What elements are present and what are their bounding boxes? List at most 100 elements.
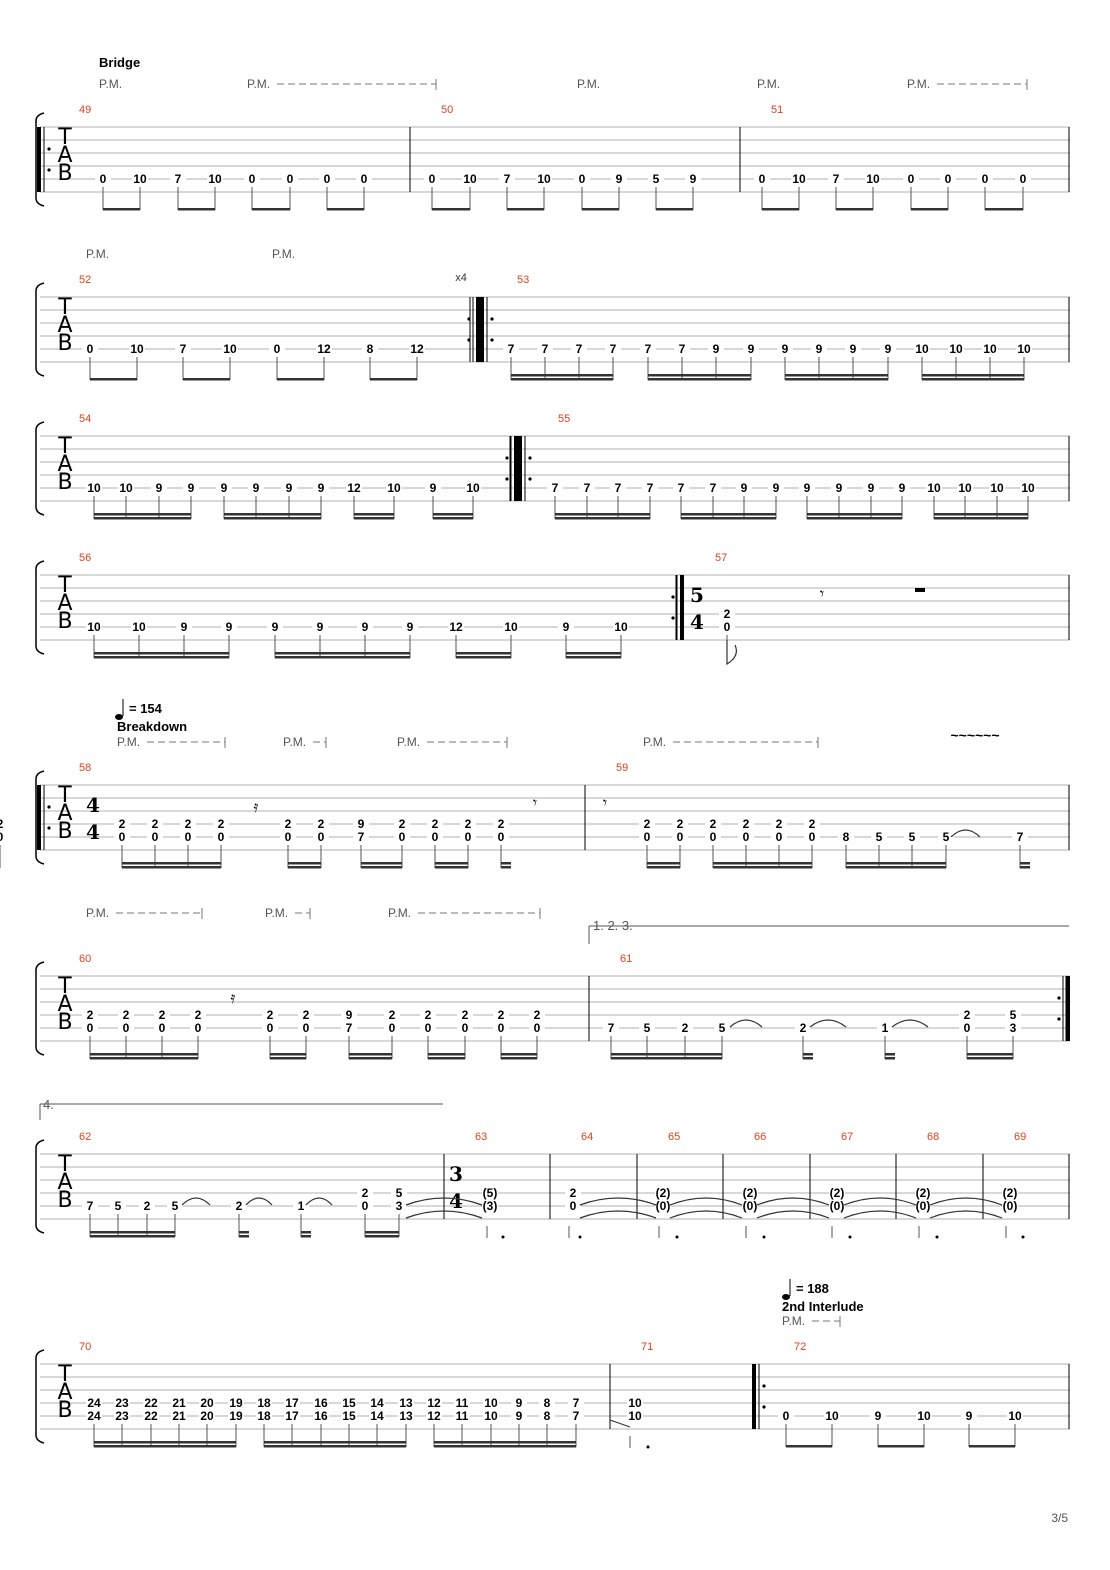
fret-number: 2 xyxy=(682,1021,689,1035)
beam xyxy=(122,862,221,865)
fret-bg xyxy=(281,482,297,494)
beam xyxy=(434,1445,576,1448)
tie-arc xyxy=(929,1210,1003,1219)
fret-bg xyxy=(256,1410,272,1422)
fret-bg xyxy=(384,1022,400,1034)
fret-bg xyxy=(743,343,759,355)
fret-number: 0 xyxy=(677,830,684,844)
fret-number: 16 xyxy=(314,1409,328,1423)
measure-number: 65 xyxy=(668,1131,680,1143)
fret-bg xyxy=(284,1410,300,1422)
tie-arc xyxy=(245,1197,273,1206)
fret-bg xyxy=(82,343,98,355)
fret-number: 2 xyxy=(152,817,159,831)
beam xyxy=(501,1057,537,1060)
section-bridge: Bridge xyxy=(99,55,140,70)
fret-bg xyxy=(811,343,827,355)
fret-bg xyxy=(284,1397,300,1409)
beam xyxy=(647,866,680,869)
measure-number: 52 xyxy=(79,274,91,286)
tie-arc xyxy=(843,1210,917,1219)
fret-bg xyxy=(454,1397,470,1409)
measure-number: 49 xyxy=(79,104,91,116)
fret-bg xyxy=(539,1397,555,1409)
tab-letter: T xyxy=(57,1152,72,1177)
fret-number: 9 xyxy=(773,481,780,495)
tab-letter: A xyxy=(57,801,72,826)
beam xyxy=(647,862,680,865)
fret-bg xyxy=(369,1397,385,1409)
beam xyxy=(435,866,468,869)
beam xyxy=(94,513,191,516)
fret-bg xyxy=(871,831,887,843)
measure-number: 71 xyxy=(641,1341,653,1353)
fret-bg xyxy=(313,1410,329,1422)
fret-number: 0 xyxy=(152,830,159,844)
palm-mute-label: P.M. xyxy=(907,77,930,91)
fret-bg xyxy=(714,1022,730,1034)
beam xyxy=(922,378,1024,381)
repeat-dot xyxy=(47,168,51,172)
fret-bg xyxy=(95,173,111,185)
beam xyxy=(270,1053,306,1056)
fret-number: 9 xyxy=(318,481,325,495)
fret-number: 7 xyxy=(358,830,365,844)
beam xyxy=(277,378,324,381)
fret-bg xyxy=(231,1200,247,1212)
fret-bg xyxy=(672,818,688,830)
fret-bg xyxy=(754,173,770,185)
fret-number: 13 xyxy=(399,1396,413,1410)
fret-number: 2 xyxy=(724,607,731,621)
fret-bg xyxy=(448,621,464,633)
staff-s8: TAB7024242323222221212020191918181717161… xyxy=(35,1341,1070,1448)
fret-bg xyxy=(791,173,807,185)
tie-arc xyxy=(405,1197,483,1206)
measure-number: 58 xyxy=(79,762,91,774)
fret-number: 0 xyxy=(318,830,325,844)
fret-bg xyxy=(642,482,658,494)
fret-number: 0 xyxy=(759,172,766,186)
fret-number: 23 xyxy=(115,1409,129,1423)
tie-arc xyxy=(305,1197,333,1206)
fret-number: 0 xyxy=(462,1021,469,1035)
fret-number: (2) xyxy=(1003,1186,1018,1200)
fret-bg xyxy=(425,482,441,494)
measure-number: 61 xyxy=(620,953,632,965)
beam xyxy=(264,1441,406,1444)
repeat-dot xyxy=(528,456,532,460)
beam xyxy=(656,208,693,211)
measure-number: 53 xyxy=(517,274,529,286)
fret-bg xyxy=(256,1397,272,1409)
fret-bg xyxy=(384,1009,400,1021)
fret-bg xyxy=(457,1009,473,1021)
fret-bg xyxy=(280,831,296,843)
fret-bg xyxy=(914,343,930,355)
fret-bg xyxy=(248,482,264,494)
fret-bg xyxy=(118,1022,134,1034)
fret-number: 10 xyxy=(119,481,133,495)
beam xyxy=(967,1057,1013,1060)
fret-number: 9 xyxy=(885,342,892,356)
fret-number: 12 xyxy=(410,342,424,356)
fret-bg xyxy=(420,1022,436,1034)
fret-number: 0 xyxy=(324,172,331,186)
fret-number: (0) xyxy=(916,1199,931,1213)
fret-number: 9 xyxy=(875,1409,882,1423)
repeat-thick-bar xyxy=(37,127,41,192)
beam xyxy=(507,208,544,211)
fret-bg xyxy=(183,482,199,494)
tab-letter: B xyxy=(57,161,72,186)
tab-letter: T xyxy=(57,1362,72,1387)
fret-number: (0) xyxy=(1003,1199,1018,1213)
fret-bg xyxy=(82,1200,98,1212)
tab-letter: B xyxy=(57,1398,72,1423)
fret-bg xyxy=(427,818,443,830)
fret-number: 10 xyxy=(614,620,628,634)
fret-number: 17 xyxy=(285,1396,299,1410)
fret-number: 10 xyxy=(1021,481,1035,495)
fret-number: 5 xyxy=(172,1199,179,1213)
staff-bracket xyxy=(35,282,45,377)
repeat-count: x4 xyxy=(455,272,467,284)
fret-number: 0 xyxy=(429,172,436,186)
